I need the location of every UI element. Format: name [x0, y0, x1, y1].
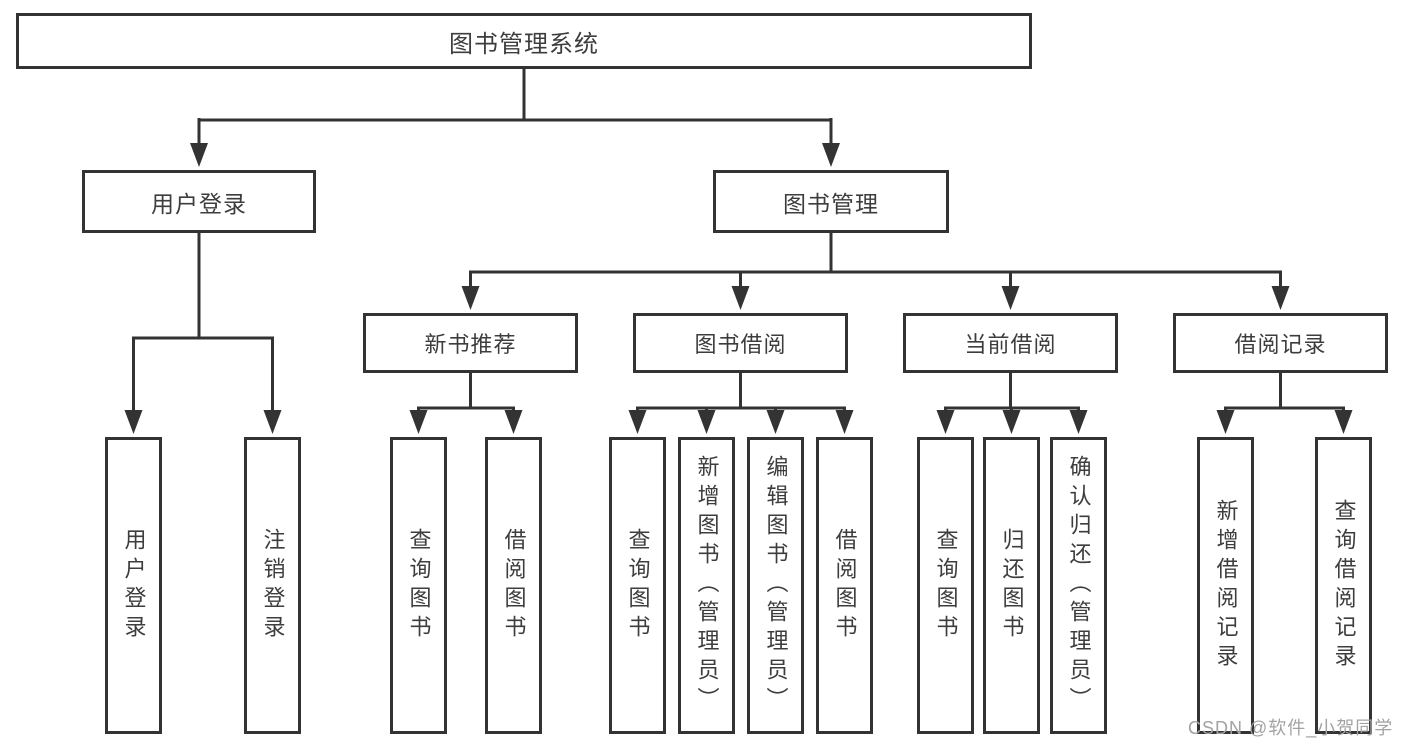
csdn-watermark: CSDN @软件_小贺同学 [1188, 718, 1394, 738]
connector-current-borrowing [944, 373, 1080, 415]
arrow-down-icon [124, 410, 143, 434]
arrow-down-icon [936, 410, 955, 434]
leaf-add-borrow-record: 新增借阅记录 [1197, 437, 1254, 734]
node-book-management: 图书管理 [713, 170, 949, 233]
connector-root [197, 68, 833, 150]
arrow-down-icon [504, 410, 523, 434]
arrow-down-icon [766, 410, 785, 434]
leaf-label: 查询图书 [933, 527, 959, 644]
arrow-down-icon [461, 286, 480, 310]
connector-book-borrowing [636, 373, 846, 415]
leaf-query-borrow-record: 查询借阅记录 [1315, 437, 1372, 734]
leaf-label: 新增图书（管理员） [694, 455, 720, 716]
arrow-down-icon [190, 143, 208, 167]
leaf-borrow-books-recommend: 借阅图书 [485, 437, 542, 734]
node-root: 图书管理系统 [16, 13, 1032, 69]
arrow-down-icon [628, 410, 647, 434]
leaf-return-books: 归还图书 [983, 437, 1040, 734]
connector-borrowing-records [1224, 373, 1345, 415]
arrow-down-icon [1271, 286, 1290, 310]
leaf-query-books-borrowing: 查询图书 [609, 437, 666, 734]
connector-user-login [132, 232, 274, 415]
leaf-logout: 注销登录 [244, 437, 301, 734]
leaf-add-books-admin: 新增图书（管理员） [678, 437, 735, 734]
arrow-down-icon [409, 410, 428, 434]
arrow-down-icon [1334, 410, 1353, 434]
leaf-label: 查询借阅记录 [1331, 498, 1357, 673]
node-book-borrowing: 图书借阅 [633, 313, 848, 373]
leaf-label: 借阅图书 [501, 527, 527, 644]
arrow-down-icon [697, 410, 716, 434]
node-borrowing-records: 借阅记录 [1173, 313, 1388, 373]
leaf-label: 注销登录 [260, 527, 286, 644]
leaf-user-login: 用户登录 [105, 437, 162, 734]
arrow-down-icon [1069, 410, 1088, 434]
leaf-label: 编辑图书（管理员） [763, 455, 789, 716]
connector-new-book-recommend [417, 373, 515, 415]
arrow-down-icon [835, 410, 854, 434]
arrow-down-icon [822, 143, 840, 167]
leaf-label: 新增借阅记录 [1213, 498, 1239, 673]
node-new-book-recommend: 新书推荐 [363, 313, 578, 373]
arrow-down-icon [1002, 410, 1021, 434]
arrow-down-icon [1001, 286, 1020, 310]
arrow-down-icon [731, 286, 750, 310]
leaf-label: 用户登录 [121, 527, 147, 644]
leaf-edit-books-admin: 编辑图书（管理员） [747, 437, 804, 734]
leaf-label: 查询图书 [406, 527, 432, 644]
node-user-login: 用户登录 [82, 170, 316, 233]
arrow-down-icon [263, 410, 282, 434]
leaf-label: 确认归还（管理员） [1066, 455, 1092, 716]
leaf-query-books-recommend: 查询图书 [390, 437, 447, 734]
leaf-label: 查询图书 [625, 527, 651, 644]
arrow-down-icon [1216, 410, 1235, 434]
leaf-query-books-current: 查询图书 [917, 437, 974, 734]
leaf-confirm-return-admin: 确认归还（管理员） [1050, 437, 1107, 734]
leaf-label: 归还图书 [999, 527, 1025, 644]
connector-book-management [469, 233, 1282, 292]
node-current-borrowing: 当前借阅 [903, 313, 1118, 373]
leaf-borrow-books-borrowing: 借阅图书 [816, 437, 873, 734]
leaf-label: 借阅图书 [832, 527, 858, 644]
